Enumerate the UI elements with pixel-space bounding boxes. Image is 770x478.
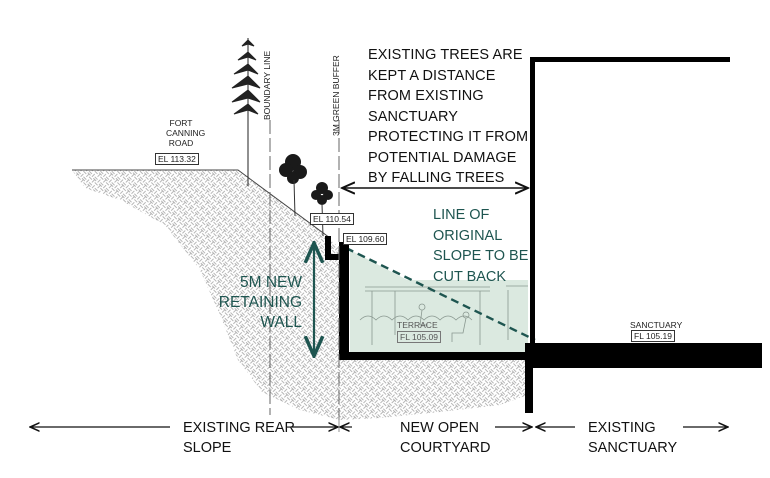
level-tag-wall-top: EL 109.60 (343, 233, 388, 245)
zone-label-line: COURTYARD (400, 440, 491, 456)
retaining-wall-note: 5M NEW RETAINING WALL (219, 273, 302, 333)
ground-line (72, 169, 331, 239)
note-line: WALL (260, 314, 302, 331)
note-line: RETAINING (218, 294, 302, 311)
sanctuary-label: SANCTUARY (630, 320, 683, 330)
tree-distance-note: EXISTING TREES ARE KEPT A DISTANCE FROM … (368, 45, 528, 189)
zone-label-line: SLOPE (183, 440, 232, 456)
note-line: EXISTING TREES ARE (368, 47, 523, 63)
existing-slope-earth (72, 170, 525, 420)
note-line: BY FALLING TREES (368, 170, 505, 186)
slope-cut-note: LINE OF ORIGINAL SLOPE TO BE CUT BACK (433, 205, 528, 287)
zone-label-courtyard: NEW OPEN COURTYARD (400, 418, 491, 458)
road-label-line: FORT (169, 118, 193, 128)
pine-tree-icon (231, 38, 261, 186)
tree-icon (311, 182, 333, 237)
note-line: 5M NEW (240, 274, 302, 291)
note-line: CUT BACK (433, 268, 507, 285)
retaining-wall (325, 236, 534, 360)
zone-label-line: EXISTING (588, 420, 656, 436)
note-line: SANCTUARY (368, 108, 459, 125)
zone-label-line: EXISTING REAR (183, 420, 295, 436)
tree-icon (279, 154, 307, 217)
note-line: LINE OF (433, 207, 490, 223)
zone-label-line: SANCTUARY (588, 440, 678, 456)
sanctuary-building (525, 57, 762, 413)
level-tag-sanctuary: FL 105.19 (631, 330, 675, 342)
road-label-line: CANNING (166, 128, 206, 138)
original-slope-line (345, 246, 536, 342)
note-line: FROM EXISTING (368, 88, 484, 104)
road-label: FORT CANNING ROAD (166, 118, 206, 148)
zone-label-sanctuary: EXISTING SANCTUARY (588, 418, 677, 458)
terrace-pergola (359, 285, 528, 345)
note-line: ORIGINAL (433, 227, 503, 244)
road-label-line: ROAD (168, 138, 194, 148)
level-tag-road: EL 113.32 (155, 153, 199, 165)
level-tag-terrace: FL 105.09 (397, 331, 441, 343)
green-buffer-label: 3M GREEN BUFFER (331, 55, 341, 136)
zone-label-line: NEW OPEN (400, 420, 479, 436)
courtyard-lower-fill (350, 280, 528, 352)
note-line: SLOPE TO BE (433, 248, 529, 264)
level-tag-slope-top: EL 110.54 (310, 213, 354, 225)
zone-label-rear-slope: EXISTING REAR SLOPE (183, 418, 295, 458)
note-line: POTENTIAL DAMAGE (368, 149, 517, 166)
note-line: KEPT A DISTANCE (368, 67, 496, 84)
boundary-line-label: BOUNDARY LINE (262, 50, 272, 120)
note-line: PROTECTING IT FROM (368, 129, 529, 145)
terrace-label: TERRACE (397, 320, 438, 330)
